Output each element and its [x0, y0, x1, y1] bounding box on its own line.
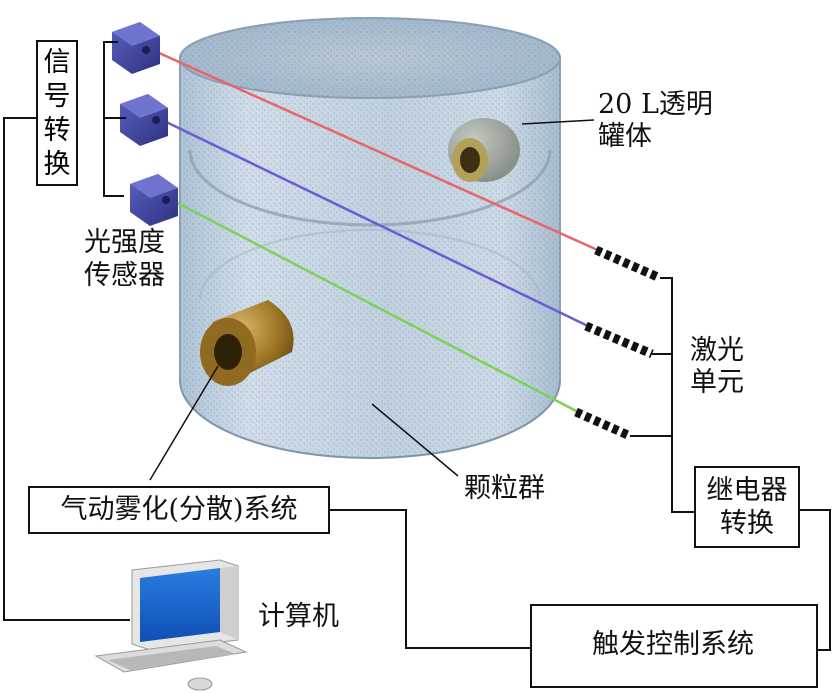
sensor-label-line1: 光强度	[84, 227, 165, 258]
vessel-leader	[521, 119, 595, 125]
trigger-control-box: 触发控制系统	[530, 604, 818, 688]
laser-to-relay-line	[671, 436, 696, 513]
sensor-label-line2: 传感器	[84, 260, 165, 291]
signal-char-4: 换	[43, 149, 71, 180]
laser-unit-bracket	[630, 277, 673, 437]
light-sensor-icon-middle	[120, 94, 168, 146]
bottom-nozzle-icon	[200, 300, 294, 386]
light-sensor-icon-top	[112, 22, 160, 74]
relay-label-line2: 转换	[720, 508, 774, 539]
particles-leader	[371, 403, 459, 477]
particles-label: 颗粒群	[464, 473, 545, 504]
top-nozzle-icon	[448, 118, 520, 182]
vessel-label-line1: 20 L透明	[598, 89, 713, 120]
signal-bracket	[103, 41, 126, 197]
transparent-tank	[179, 17, 561, 459]
trigger-label: 触发控制系统	[592, 629, 754, 660]
signal-char-3: 转	[43, 115, 71, 146]
relay-label-line1: 继电器	[706, 475, 788, 506]
laser-unit-label-line2: 单元	[690, 367, 744, 398]
atomizer-leader	[149, 365, 219, 481]
atomizer-to-trigger-line	[330, 509, 530, 649]
signal-to-computer-line	[3, 117, 130, 621]
laser-beam-bottom	[167, 196, 583, 416]
relay-to-trigger-line	[800, 509, 831, 651]
signal-char-2: 号	[43, 81, 71, 112]
atomizer-label: 气动雾化(分散)系统	[60, 494, 298, 525]
laser-emitter-icon-middle	[584, 321, 654, 359]
vessel-label-line2: 罐体	[598, 121, 652, 152]
laser-beam-top	[147, 46, 603, 254]
computer-icon	[94, 559, 248, 691]
laser-beam-middle	[157, 116, 593, 330]
laser-unit-label-line1: 激光	[690, 335, 744, 366]
signal-conversion-box: 信 号 转 换	[36, 40, 78, 186]
laser-emitter-icon-top	[594, 245, 662, 283]
relay-box: 继电器 转换	[694, 466, 800, 548]
signal-char-1: 信	[43, 47, 71, 78]
computer-label: 计算机	[258, 601, 339, 632]
atomizer-box: 气动雾化(分散)系统	[28, 486, 330, 534]
light-sensor-icon-bottom	[130, 174, 178, 226]
laser-emitter-icon-bottom	[574, 407, 632, 441]
